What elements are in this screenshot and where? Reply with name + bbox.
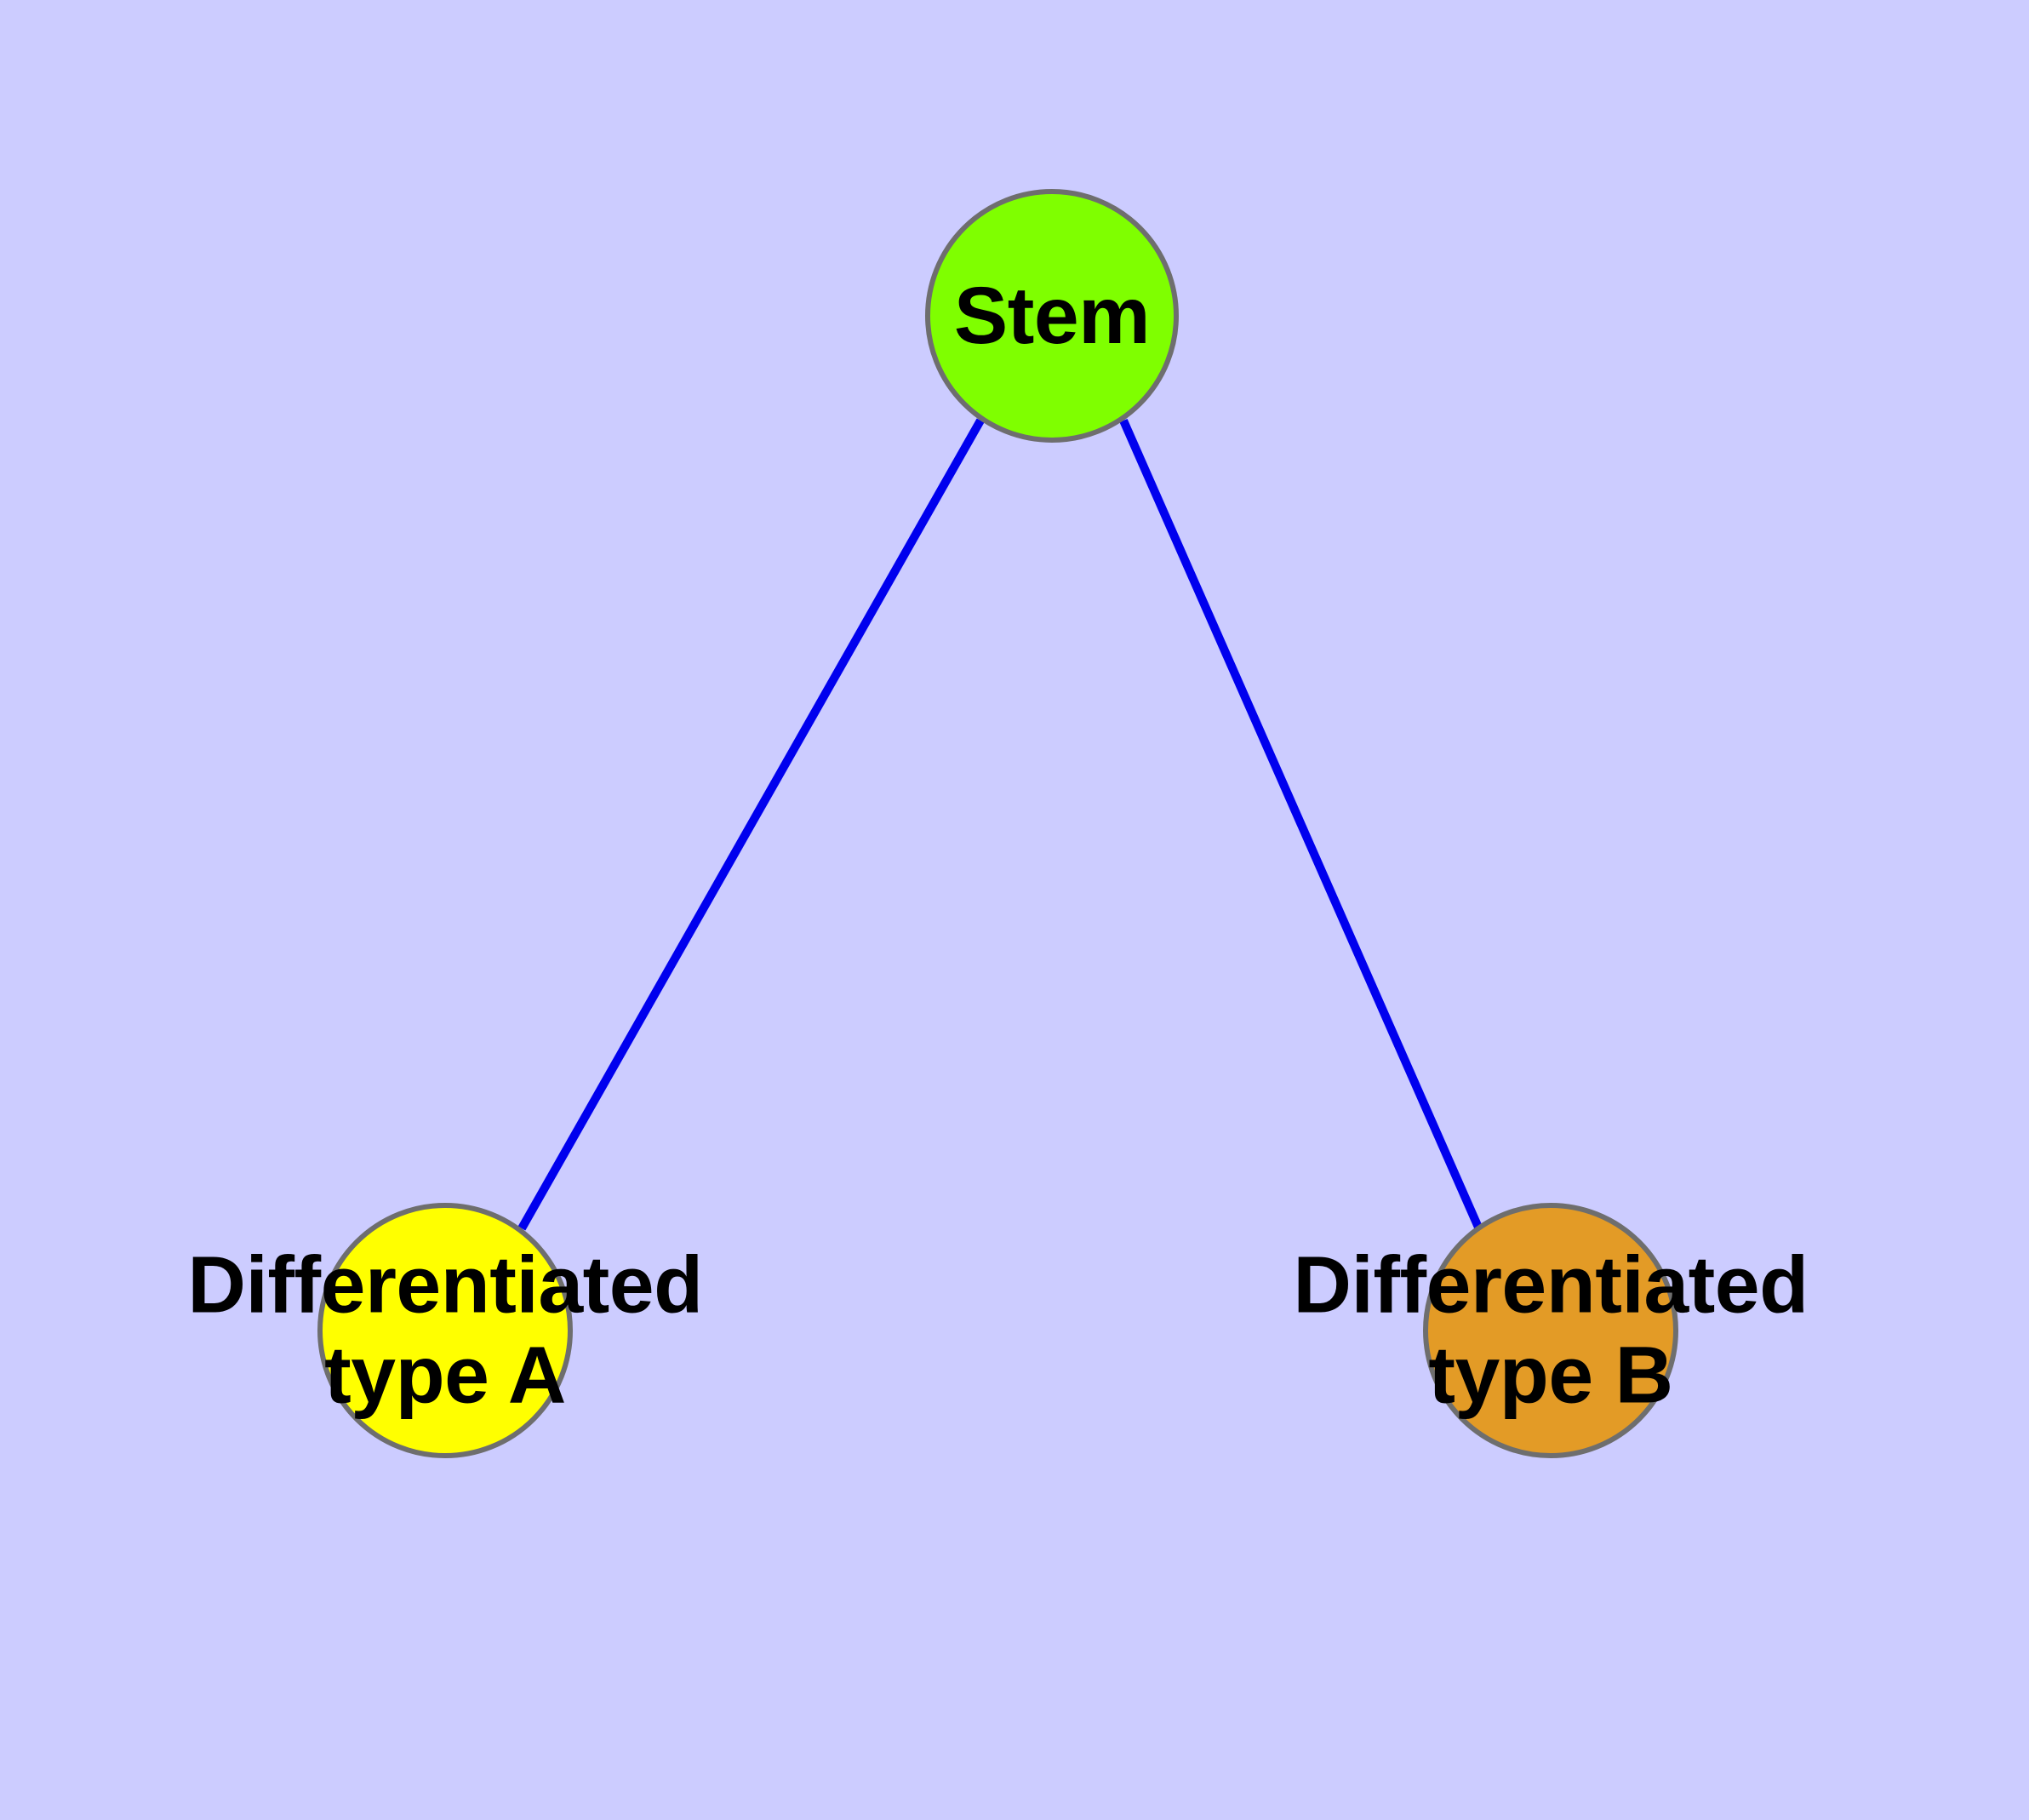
edge-stem-to-differentiated-type-b[interactable]: [1119, 418, 1483, 1232]
node-differentiated-type-a[interactable]: Differentiated type A: [187, 1203, 703, 1458]
edge-stem-to-differentiated-type-a[interactable]: [517, 418, 985, 1231]
node-stem-label: Stem: [953, 270, 1151, 361]
node-differentiated-type-b[interactable]: Differentiated type B: [1293, 1203, 1809, 1458]
node-stem[interactable]: Stem: [925, 189, 1179, 443]
